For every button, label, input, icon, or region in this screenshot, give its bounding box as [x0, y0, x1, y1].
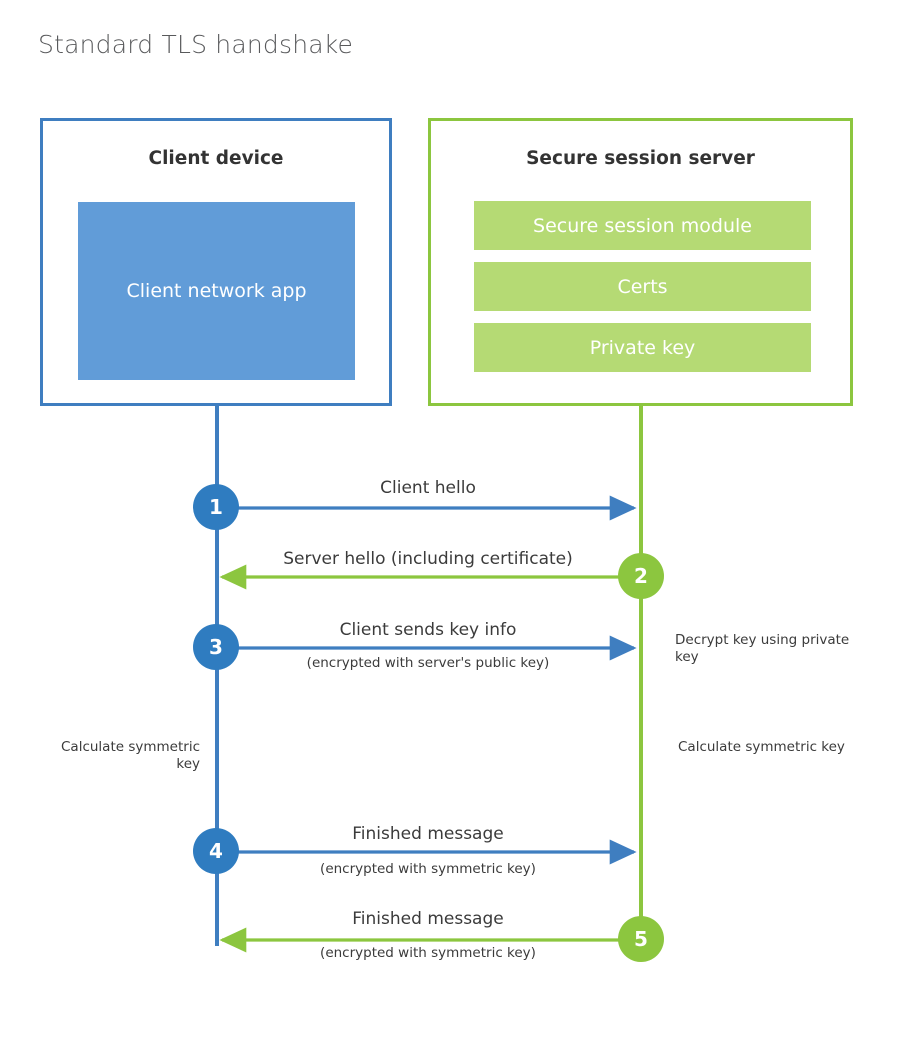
client-network-app-block: Client network app	[78, 202, 355, 380]
message-sublabel-finished-server: (encrypted with symmetric key)	[320, 945, 536, 961]
page-title: Standard TLS handshake	[38, 30, 354, 59]
step-marker-2[interactable]: 2	[618, 553, 664, 599]
step-marker-3[interactable]: 3	[193, 624, 239, 670]
note-calculate-symmetric-key-client: Calculate symmetric key	[61, 739, 200, 773]
client-network-app-label: Client network app	[126, 279, 307, 302]
server-component-secure-session-module: Secure session module	[474, 201, 811, 250]
server-component-private-key: Private key	[474, 323, 811, 372]
step-marker-1[interactable]: 1	[193, 484, 239, 530]
step-number: 1	[209, 495, 223, 519]
step-marker-4[interactable]: 4	[193, 828, 239, 874]
note-decrypt-key: Decrypt key using private key	[675, 632, 850, 666]
message-sublabel-client-key-info: (encrypted with server's public key)	[306, 655, 550, 671]
message-sublabel-finished-client: (encrypted with symmetric key)	[320, 861, 536, 877]
note-calculate-symmetric-key-server: Calculate symmetric key	[678, 739, 845, 755]
step-number: 2	[634, 564, 648, 588]
secure-session-server-title: Secure session server	[526, 148, 755, 169]
client-device-title: Client device	[148, 148, 284, 169]
server-component-certs: Certs	[474, 262, 811, 311]
message-label-server-hello: Server hello (including certificate)	[283, 549, 573, 569]
message-label-client-hello: Client hello	[380, 478, 476, 498]
server-component-label: Secure session module	[533, 214, 752, 237]
step-number: 5	[634, 927, 648, 951]
step-number: 3	[209, 635, 223, 659]
secure-session-server-box: Secure session server Secure session mod…	[428, 118, 853, 406]
server-component-label: Certs	[617, 275, 668, 298]
client-lifeline	[215, 406, 219, 946]
message-label-finished-server: Finished message	[352, 909, 504, 929]
server-component-label: Private key	[589, 336, 696, 359]
server-lifeline	[639, 406, 643, 936]
client-device-box: Client device Client network app	[40, 118, 392, 406]
step-number: 4	[209, 839, 223, 863]
message-label-finished-client: Finished message	[352, 824, 504, 844]
step-marker-5[interactable]: 5	[618, 916, 664, 962]
message-label-client-key-info: Client sends key info	[339, 620, 517, 640]
